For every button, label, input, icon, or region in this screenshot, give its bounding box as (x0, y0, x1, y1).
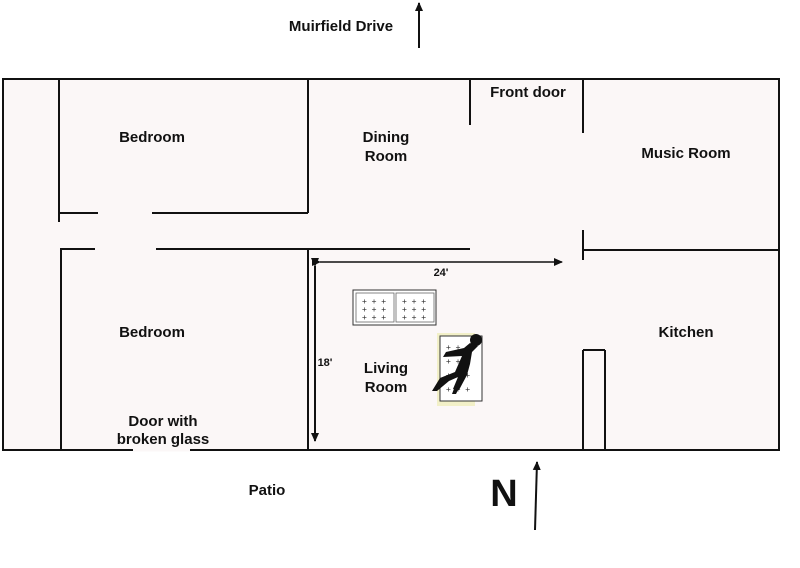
svg-text:+ + +: + + + (402, 313, 426, 322)
dining-room-label-line2: Room (365, 148, 408, 165)
bedroom-top-label: Bedroom (119, 129, 185, 146)
width-dimension-label: 24' (434, 267, 449, 279)
svg-text:+ + +: + + + (402, 297, 426, 306)
living-room-label-line1: Living (364, 360, 408, 377)
compass-north-label: N (490, 473, 517, 515)
kitchen-label: Kitchen (658, 324, 713, 341)
svg-text:+ + +: + + + (362, 313, 386, 322)
street-label: Muirfield Drive (289, 18, 393, 35)
north-arrow-icon (532, 461, 541, 531)
interior-walls (58, 79, 779, 450)
body-silhouette-icon (432, 334, 482, 394)
door-label-line1: Door with (128, 413, 197, 430)
svg-text:+ + +: + + + (446, 343, 470, 352)
sofa-icon: + + + + + + + + + + + + + + + + + + (352, 289, 437, 326)
dining-room-label-line1: Dining (363, 129, 410, 146)
svg-text:+ + +: + + + (362, 305, 386, 314)
living-room-label-line2: Room (365, 379, 408, 396)
door-label-line2: broken glass (117, 431, 210, 448)
music-room-label: Music Room (641, 145, 730, 162)
front-door-label: Front door (490, 84, 566, 101)
svg-text:+ + +: + + + (362, 297, 386, 306)
svg-text:+ + +: + + + (446, 357, 470, 366)
bedroom-bottom-label: Bedroom (119, 324, 185, 341)
patio-label: Patio (249, 482, 286, 499)
svg-text:+ + +: + + + (402, 305, 426, 314)
height-dimension-label: 18' (318, 357, 333, 369)
